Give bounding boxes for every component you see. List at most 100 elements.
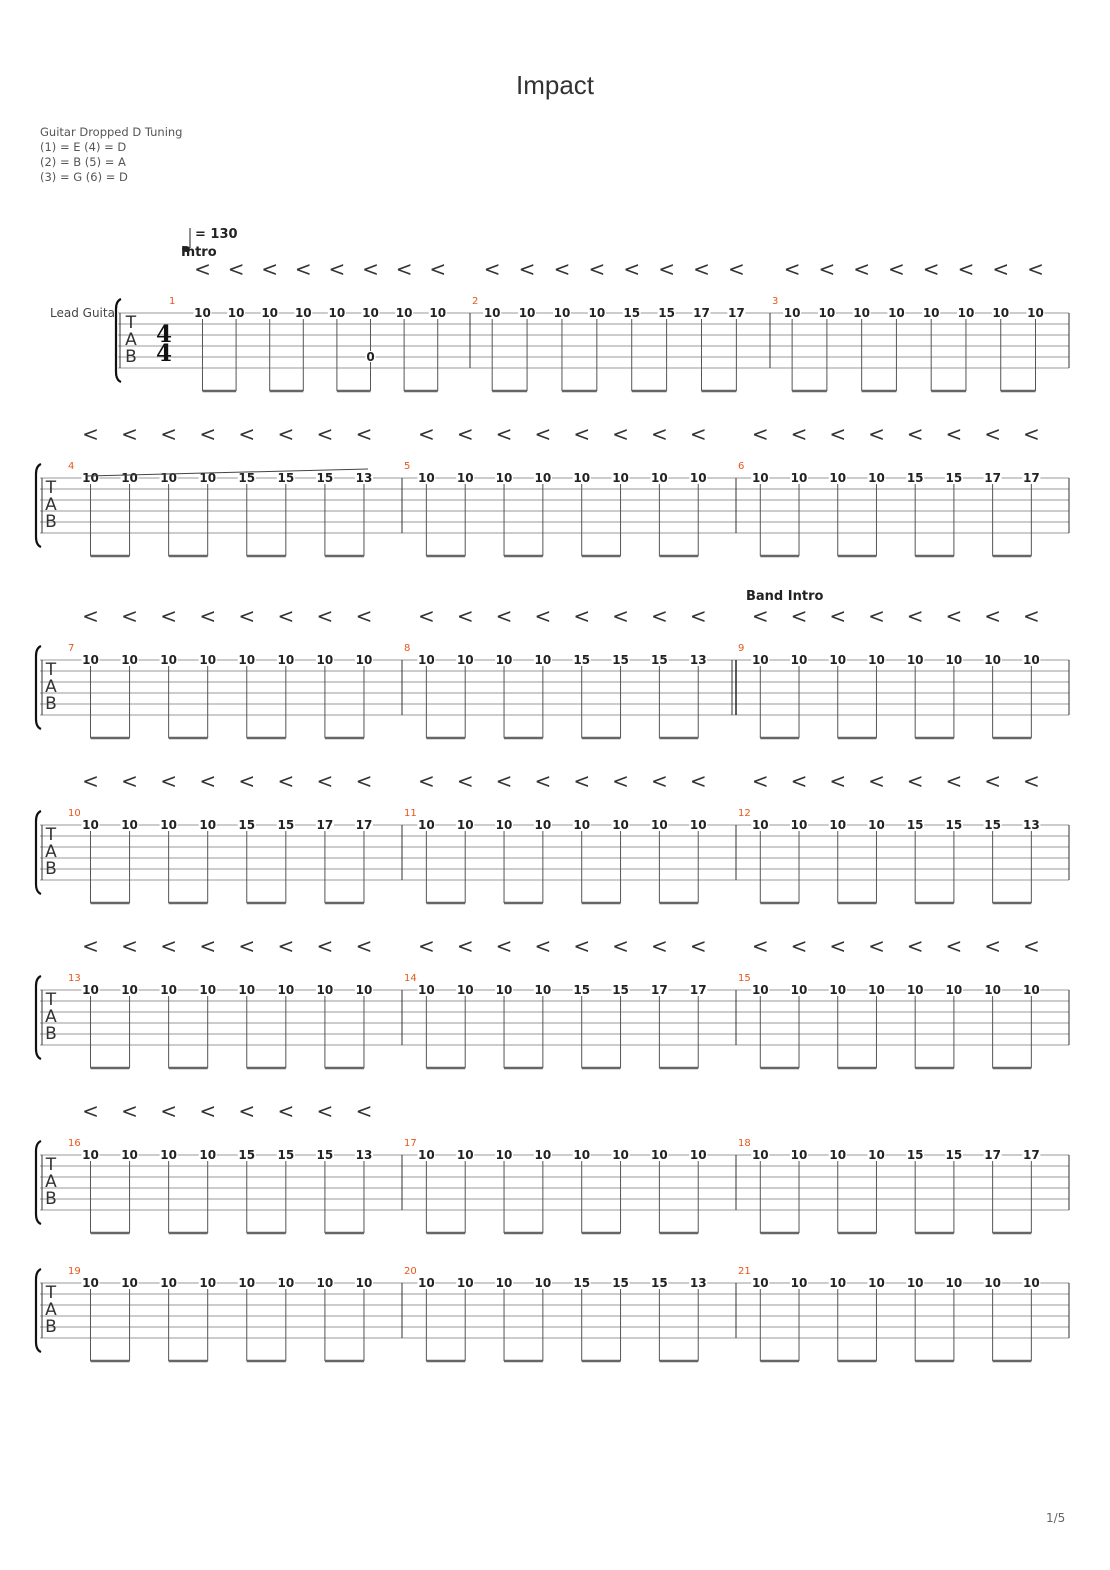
decrescendo-mark: < bbox=[238, 769, 255, 793]
fret-bg bbox=[276, 654, 295, 665]
fret-number: 10 bbox=[329, 306, 346, 320]
decrescendo-mark: < bbox=[752, 422, 769, 446]
fret-bg bbox=[533, 1277, 552, 1288]
decrescendo-mark: < bbox=[984, 604, 1001, 628]
fret-number: 10 bbox=[82, 1276, 99, 1290]
fret-number: 10 bbox=[82, 983, 99, 997]
decrescendo-mark: < bbox=[160, 934, 177, 958]
fret-number: 10 bbox=[418, 983, 435, 997]
decrescendo-mark: < bbox=[791, 604, 808, 628]
fret-number: 10 bbox=[121, 1148, 138, 1162]
fret-number: 10 bbox=[784, 306, 801, 320]
decrescendo-mark: < bbox=[199, 769, 216, 793]
fret-bg bbox=[495, 819, 514, 830]
fret-number: 10 bbox=[317, 1276, 334, 1290]
fret-bg bbox=[692, 307, 711, 318]
decrescendo-mark: < bbox=[752, 604, 769, 628]
fret-number: 10 bbox=[317, 653, 334, 667]
tab-clef-letter: A bbox=[45, 1007, 57, 1027]
fret-bg bbox=[276, 984, 295, 995]
tab-clef-letter: A bbox=[125, 330, 137, 350]
fret-number: 10 bbox=[535, 983, 552, 997]
fret-number: 15 bbox=[946, 818, 963, 832]
fret-number: 10 bbox=[1023, 1276, 1040, 1290]
decrescendo-mark: < bbox=[752, 934, 769, 958]
fret-number: 15 bbox=[277, 471, 294, 485]
fret-number: 10 bbox=[160, 983, 177, 997]
decrescendo-mark: < bbox=[199, 934, 216, 958]
fret-number: 10 bbox=[829, 1148, 846, 1162]
fret-bg bbox=[198, 654, 217, 665]
fret-bg bbox=[120, 984, 139, 995]
fret-bg bbox=[315, 984, 334, 995]
fret-number: 15 bbox=[612, 1276, 629, 1290]
fret-bg bbox=[790, 984, 809, 995]
fret-number: 10 bbox=[1023, 653, 1040, 667]
measure-number: 17 bbox=[404, 1138, 417, 1149]
fret-number: 15 bbox=[984, 818, 1001, 832]
fret-number: 15 bbox=[651, 653, 668, 667]
fret-number: 15 bbox=[277, 1148, 294, 1162]
fret-number: 0 bbox=[366, 350, 374, 364]
fret-bg bbox=[417, 654, 436, 665]
fret-bg bbox=[944, 472, 963, 483]
decrescendo-mark: < bbox=[496, 769, 513, 793]
measure-number: 21 bbox=[738, 1266, 751, 1277]
fret-number: 15 bbox=[907, 818, 924, 832]
fret-bg bbox=[495, 984, 514, 995]
fret-number: 15 bbox=[277, 818, 294, 832]
fret-number: 10 bbox=[535, 471, 552, 485]
decrescendo-mark: < bbox=[1023, 769, 1040, 793]
fret-bg bbox=[906, 654, 925, 665]
fret-bg bbox=[552, 307, 571, 318]
fret-bg bbox=[751, 984, 770, 995]
fret-bg bbox=[689, 819, 708, 830]
decrescendo-mark: < bbox=[121, 769, 138, 793]
system-bracket bbox=[34, 462, 42, 549]
fret-number: 15 bbox=[651, 1276, 668, 1290]
decrescendo-mark: < bbox=[418, 422, 435, 446]
tab-clef-letter: A bbox=[45, 1300, 57, 1320]
fret-number: 10 bbox=[868, 1148, 885, 1162]
decrescendo-mark: < bbox=[888, 257, 905, 281]
tab-clef-letter: A bbox=[45, 842, 57, 862]
decrescendo-mark: < bbox=[534, 934, 551, 958]
fret-number: 10 bbox=[829, 1276, 846, 1290]
fret-number: 10 bbox=[829, 653, 846, 667]
fret-number: 10 bbox=[457, 818, 474, 832]
fret-bg bbox=[198, 984, 217, 995]
fret-number: 17 bbox=[728, 306, 745, 320]
fret-bg bbox=[495, 654, 514, 665]
fret-number: 15 bbox=[238, 818, 255, 832]
decrescendo-mark: < bbox=[534, 769, 551, 793]
tab-clef-letter: T bbox=[45, 825, 57, 845]
slide-line bbox=[86, 468, 368, 477]
fret-bg bbox=[81, 819, 100, 830]
page-number: 1/5 bbox=[1046, 1511, 1066, 1525]
fret-number: 10 bbox=[535, 1276, 552, 1290]
decrescendo-mark: < bbox=[457, 934, 474, 958]
decrescendo-mark: < bbox=[1027, 257, 1044, 281]
fret-number: 10 bbox=[457, 983, 474, 997]
measure-number: 5 bbox=[404, 461, 410, 472]
fret-number: 10 bbox=[160, 653, 177, 667]
fret-number: 10 bbox=[228, 306, 245, 320]
decrescendo-mark: < bbox=[868, 769, 885, 793]
section-label: Band Intro bbox=[746, 589, 823, 604]
fret-number: 15 bbox=[623, 306, 640, 320]
fret-bg bbox=[572, 819, 591, 830]
tab-clef-letter: T bbox=[45, 1155, 57, 1175]
measure-number: 4 bbox=[68, 461, 74, 472]
decrescendo-mark: < bbox=[534, 604, 551, 628]
fret-bg bbox=[689, 1277, 708, 1288]
fret-number: 10 bbox=[82, 818, 99, 832]
fret-number: 10 bbox=[888, 306, 905, 320]
fret-number: 10 bbox=[199, 983, 216, 997]
measure-number: 1 bbox=[169, 296, 175, 307]
fret-number: 10 bbox=[356, 983, 373, 997]
fret-number: 13 bbox=[356, 471, 373, 485]
measure-number: 10 bbox=[68, 808, 81, 819]
decrescendo-mark: < bbox=[623, 257, 640, 281]
fret-bg bbox=[120, 1149, 139, 1160]
fret-number: 17 bbox=[690, 983, 707, 997]
